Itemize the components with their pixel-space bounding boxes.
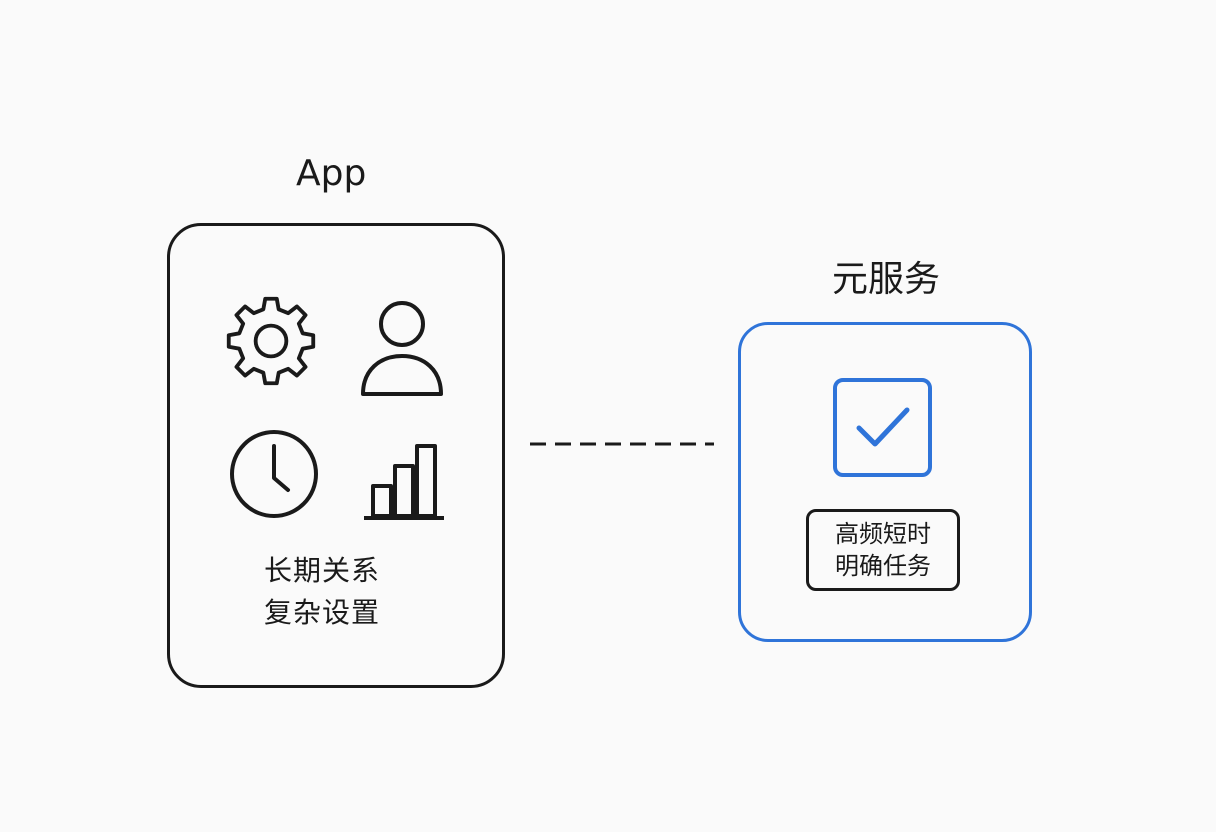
clock-icon xyxy=(230,430,318,518)
task-line-2: 明确任务 xyxy=(835,552,931,580)
app-description-line-2: 复杂设置 xyxy=(264,596,381,629)
gear-icon xyxy=(226,296,316,386)
bar-chart-icon xyxy=(364,444,444,520)
task-label-box: 高频短时 明确任务 xyxy=(806,509,960,591)
app-description-line-1: 长期关系 xyxy=(264,554,381,587)
person-icon xyxy=(361,301,443,396)
dashed-connector xyxy=(530,442,714,446)
checkbox-check-icon xyxy=(833,378,932,477)
app-box xyxy=(167,223,505,688)
service-title: 元服务 xyxy=(832,259,941,300)
service-box xyxy=(738,322,1032,642)
task-line-1: 高频短时 xyxy=(835,520,931,548)
app-title: App xyxy=(296,153,367,194)
